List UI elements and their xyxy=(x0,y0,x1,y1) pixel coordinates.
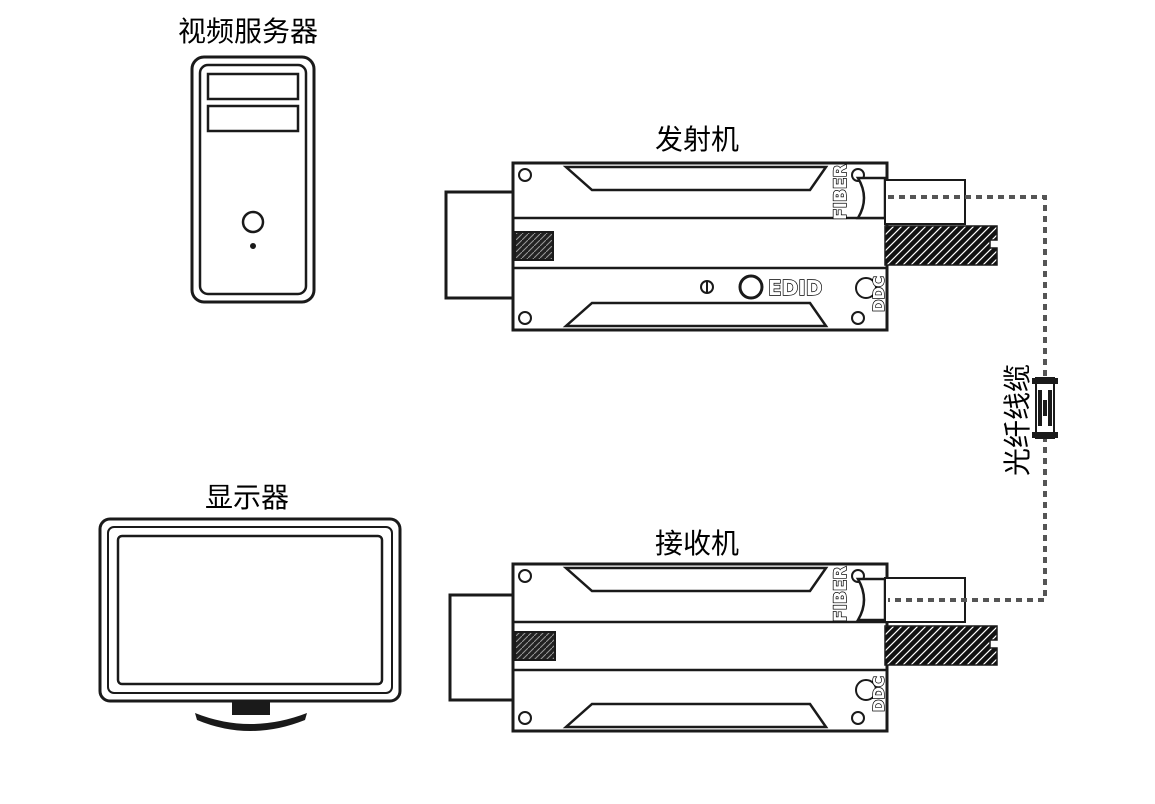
transmitter-device xyxy=(444,161,998,332)
receiver-device xyxy=(448,562,998,733)
transmitter-ddc-text: DDC xyxy=(870,276,888,312)
video-server-label: 视频服务器 xyxy=(178,15,319,48)
display-monitor-icon xyxy=(98,517,402,731)
display-label: 显示器 xyxy=(205,481,290,514)
video-server-icon xyxy=(190,55,316,304)
transmitter-edid-text: EDID xyxy=(768,276,822,300)
fiber-cable-line xyxy=(888,195,1047,602)
transmitter-fiber-text: FIBER xyxy=(831,164,851,220)
transmitter-label: 发射机 xyxy=(655,123,740,156)
fiber-coupler-icon xyxy=(1032,377,1058,439)
receiver-label: 接收机 xyxy=(655,527,740,560)
receiver-ddc-text: DDC xyxy=(870,676,888,712)
receiver-fiber-text: FIBER xyxy=(831,566,851,622)
